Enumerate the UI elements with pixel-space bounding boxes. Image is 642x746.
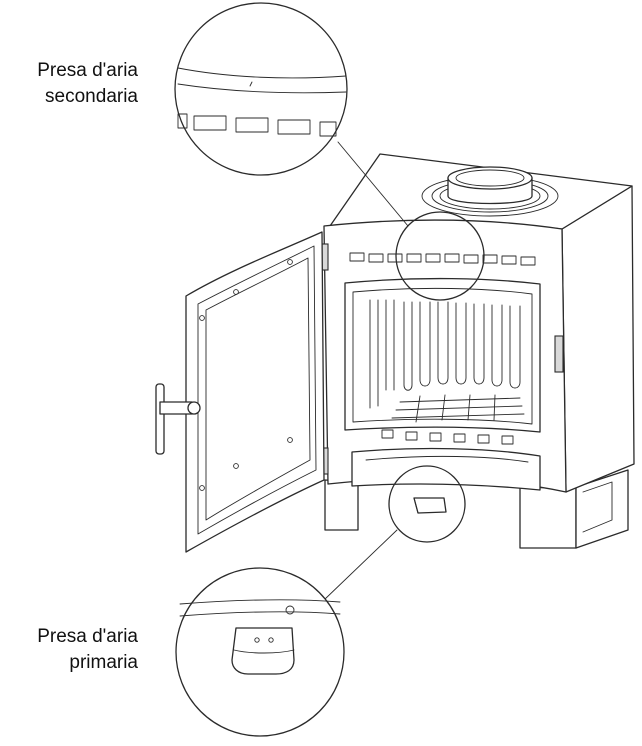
zoom-slot-5 xyxy=(319,121,337,137)
secondary-air-intake-label: Presa d'aria secondaria xyxy=(20,58,138,110)
zoom-slot-4 xyxy=(277,119,311,135)
secondary-detail-callout xyxy=(174,2,485,301)
door-latch-receiver xyxy=(554,335,564,373)
ash-pan-opening xyxy=(351,447,541,491)
zoom-slot-2 xyxy=(193,115,227,131)
flue-collar xyxy=(421,166,559,217)
primary-label-line2: primaria xyxy=(69,652,138,673)
primary-zoom-circle-small xyxy=(388,465,466,543)
primary-detail-callout xyxy=(175,465,466,737)
stove-side-panel xyxy=(561,185,635,493)
firebox xyxy=(344,277,541,433)
secondary-label-line2: secondaria xyxy=(45,86,138,107)
secondary-air-slots xyxy=(349,252,536,266)
secondary-zoom-circle-large xyxy=(174,2,348,176)
stove-leg-front-left xyxy=(324,479,359,531)
stove-body xyxy=(318,153,635,549)
zoom-slot-1 xyxy=(177,113,188,129)
primary-air-intake-label: Presa d'aria primaria xyxy=(20,624,138,676)
lower-air-slots xyxy=(381,429,514,445)
primary-air-control xyxy=(413,497,447,514)
stove-door xyxy=(155,231,325,553)
zoom-primary-air-tab xyxy=(231,627,295,675)
door-handle xyxy=(155,383,201,455)
secondary-zoom-circle-small xyxy=(395,211,485,301)
zoom-slot-3 xyxy=(235,117,269,133)
primary-label-line1: Presa d'aria xyxy=(37,626,138,647)
stove-leg-front-right xyxy=(519,486,577,549)
secondary-leader-line xyxy=(337,141,409,227)
secondary-label-line1: Presa d'aria xyxy=(37,60,138,81)
primary-leader-line xyxy=(323,529,398,601)
